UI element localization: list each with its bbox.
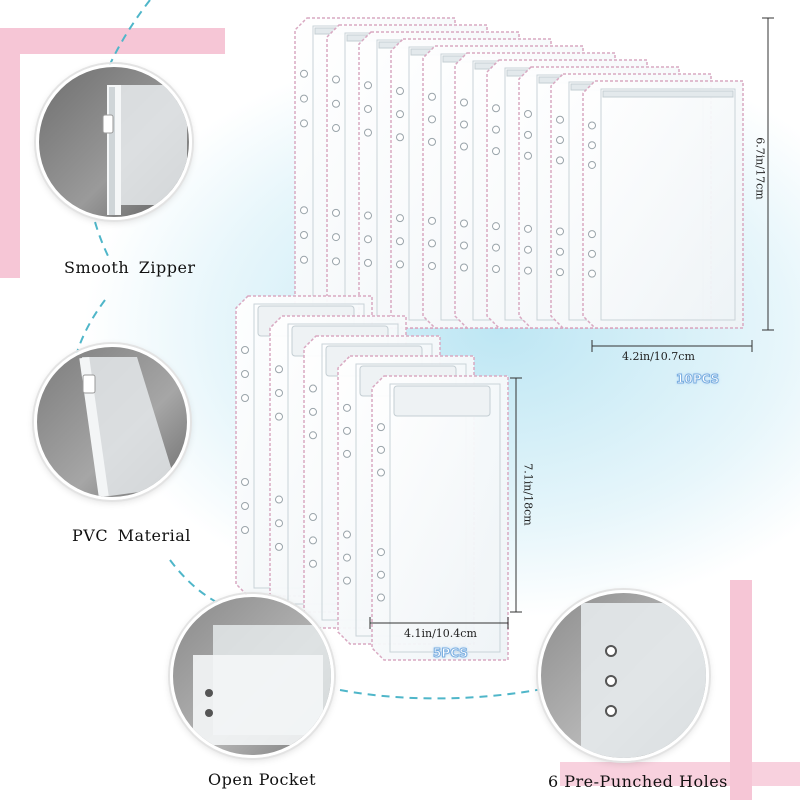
top-count-badge: 10PCS [675,372,720,387]
pvc-closeup-icon [79,356,177,497]
zipper-closeup-image [36,64,192,220]
pink-accent-top-left-horizontal [0,28,225,54]
feature-label-holes: 6 Pre-Punched Holes [548,772,728,791]
pocket-closeup-image [170,594,334,758]
bottom-height-dimension: 7.1in/18cm [521,463,535,526]
holes-closeup-image [538,590,709,761]
top-width-dimension: 4.2in/10.7cm [622,350,695,363]
pink-accent-bottom-right-horizontal [560,762,800,786]
pink-accent-bottom-right-vertical [730,580,752,800]
pvc-closeup-image [34,344,190,500]
envelope-top [582,80,744,329]
feature-label-zipper: Smooth Zipper [64,258,196,277]
top-height-dimension: 6.7in/17cm [753,137,767,200]
bottom-width-dimension: 4.1in/10.4cm [404,627,477,640]
zipper-closeup-icon [102,85,187,215]
bottom-count-badge: 5PCS [433,646,469,661]
envelope-bottom [371,375,509,661]
pink-accent-top-left-vertical [0,28,20,278]
pocket-closeup-icon [193,625,331,745]
holes-closeup-icon [581,603,706,758]
feature-label-pocket: Open Pocket [208,770,317,789]
feature-label-pvc: PVC Material [72,526,191,545]
